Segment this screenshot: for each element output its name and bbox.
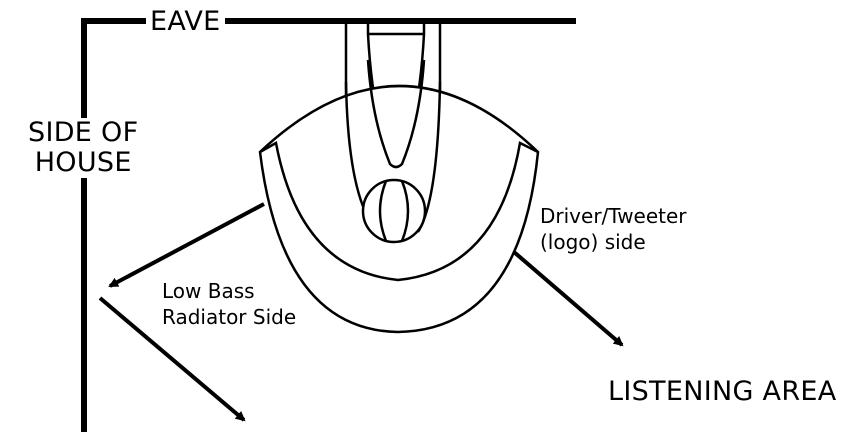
swivel-ball: [361, 178, 427, 244]
arrow-listening-area: [512, 250, 624, 347]
swivel-seam-right: [400, 180, 410, 242]
eave-label: EAVE: [146, 8, 225, 35]
swivel-seam-left: [378, 180, 388, 242]
arrow-bass-side: [108, 202, 265, 288]
arrows: [98, 202, 624, 422]
speaker-front-band: [259, 141, 539, 282]
listening-area-label: LISTENING AREA: [608, 376, 837, 407]
side-of-house-label: SIDE OF HOUSE: [28, 117, 139, 179]
bass-label-line-1: Low Bass: [162, 279, 255, 303]
driver-tweeter-side-label: Driver/Tweeter (logo) side: [540, 203, 687, 255]
side-of-house-line-1: SIDE OF: [28, 117, 139, 148]
low-bass-radiator-side-label: Low Bass Radiator Side: [162, 278, 296, 330]
swivel-joint: [361, 178, 427, 244]
side-of-house-line-2: HOUSE: [34, 147, 132, 179]
arrow-house-corner: [98, 296, 246, 422]
driver-label-line-1: Driver/Tweeter: [540, 204, 687, 228]
driver-label-line-2: (logo) side: [540, 230, 646, 254]
bracket-inner-lower: [366, 59, 426, 169]
bass-label-line-2: Radiator Side: [162, 305, 297, 329]
